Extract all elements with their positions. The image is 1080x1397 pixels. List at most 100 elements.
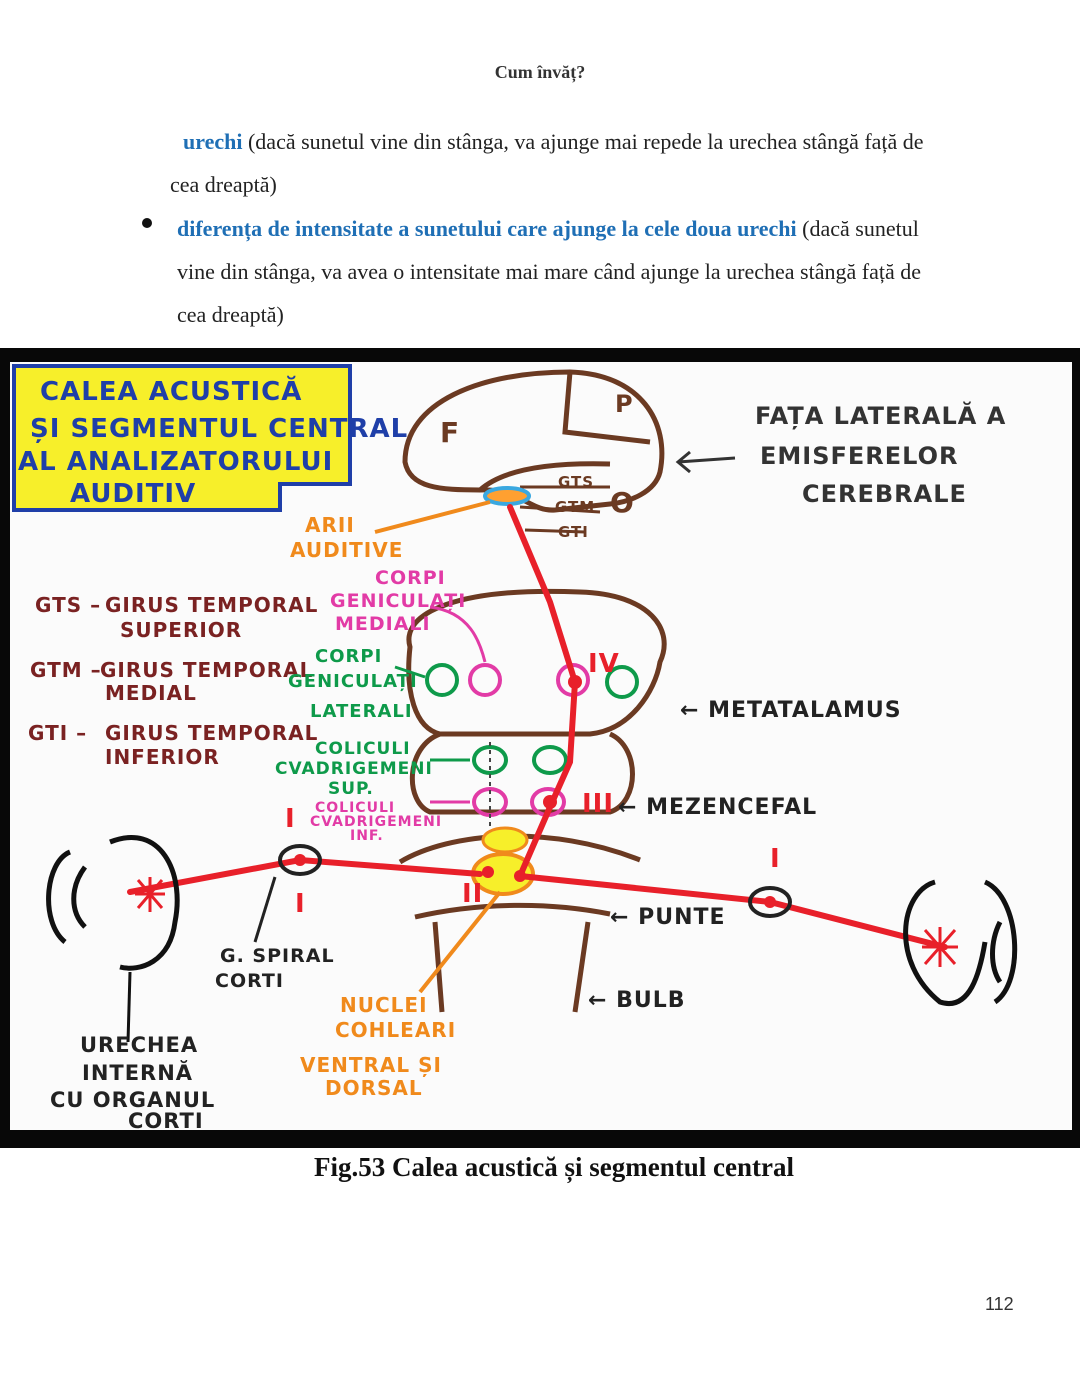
paragraph-line: cea dreaptă) — [170, 172, 277, 197]
coliculi-sup-label: COLICULI CVADRIGEMENI SUP. — [275, 739, 433, 799]
label-line: GENICULAȚI — [288, 671, 418, 692]
right-ear-shell — [903, 879, 988, 1007]
label-line: INTERNĂ — [82, 1060, 193, 1085]
figure-auditory-pathway: CALEA ACUSTICĂ ȘI SEGMENTUL CENTRAL AL A… — [0, 348, 1080, 1148]
central-sulcus — [562, 371, 651, 445]
lateral-line: CEREBRALE — [802, 480, 967, 508]
bullet-text: (dacă sunetul — [796, 216, 919, 241]
left-ear-shell — [109, 834, 180, 971]
legend-line: GIRUS TEMPORAL — [105, 721, 318, 745]
title-text: CALEA ACUSTICĂ ȘI SEGMENTUL CENTRAL AL A… — [18, 375, 408, 509]
laterali-arrow — [394, 665, 426, 679]
label-line: G. SPIRAL — [220, 945, 335, 967]
label-line: LATERALI — [310, 701, 413, 722]
occipital-label: O — [610, 486, 635, 519]
gtm-label: GTM — [555, 498, 595, 516]
lateral-line: FAȚA LATERALĂ A — [755, 400, 1006, 430]
legend-abbr: GTM – — [30, 658, 102, 682]
title-line: AUDITIV — [70, 479, 196, 509]
right-ear-inner — [990, 920, 1003, 984]
left-ear-pointer — [126, 971, 132, 1043]
title-line: CALEA ACUSTICĂ — [40, 375, 302, 407]
ureche-label: URECHEA INTERNĂ CU ORGANUL CORTI — [50, 1033, 215, 1130]
neuron-labels: I I I II III IV — [285, 649, 781, 919]
left-lateral-geniculate — [425, 663, 459, 697]
label-line: CVADRIGEMENI — [275, 759, 433, 779]
corpi-laterali-label: CORPI GENICULAȚI LATERALI — [288, 646, 418, 722]
nucleus-dot — [482, 866, 494, 878]
neuron-label: III — [582, 789, 614, 819]
left-ear — [46, 834, 180, 1043]
highlight-term: diferența de intensitate a sunetului car… — [177, 216, 797, 241]
gti-label: GTI — [558, 523, 589, 541]
highlight-term: urechi — [183, 129, 243, 154]
upper-nucleus — [481, 826, 529, 854]
cerebral-hemisphere — [402, 369, 665, 534]
label-line: CVADRIGEMENI — [310, 814, 442, 830]
neuron-label: I — [770, 844, 781, 874]
legend-line: SUPERIOR — [120, 618, 242, 642]
lobe-labels: F P O GTS GTM GTI — [440, 390, 635, 541]
temporal-gyri — [519, 485, 610, 534]
left-superior-colliculus — [472, 745, 508, 775]
neuron-label: I — [285, 804, 296, 834]
left-cochlea — [135, 877, 165, 912]
neuron-label: IV — [588, 649, 620, 679]
geniculate-bodies — [425, 663, 639, 699]
title-box — [12, 364, 352, 512]
page-number: 112 — [985, 1294, 1014, 1314]
bulb-label: ← BULB — [588, 988, 686, 1013]
right-ear — [903, 879, 1018, 1007]
label-line: NUCLEI — [340, 993, 428, 1017]
hemisphere-outline — [402, 369, 665, 513]
legend: GTS – GIRUS TEMPORAL SUPERIOR GTM – GIRU… — [28, 593, 318, 769]
neuron-iii-dot — [543, 795, 557, 809]
neuron-label: II — [462, 879, 483, 909]
bullet-dot — [142, 218, 152, 228]
figure-caption: Fig.53 Calea acustică și segmentul centr… — [314, 1152, 794, 1182]
auditory-area — [483, 486, 531, 506]
auditory-pathway-drawing: CALEA ACUSTICĂ ȘI SEGMENTUL CENTRAL AL A… — [10, 362, 1072, 1130]
structure-labels: ← METATALAMUS ← MEZENCEFAL ← PUNTE ← BUL… — [588, 698, 902, 1013]
legend-abbr: GTS – — [35, 593, 101, 617]
label-line: CORPI — [375, 567, 446, 589]
ganglion-label: G. SPIRAL CORTI — [215, 945, 335, 992]
nuclei-label: NUCLEI COHLEARI VENTRAL ȘI DORSAL — [300, 993, 456, 1100]
label-line: COLICULI — [315, 800, 395, 816]
label-line: CORTI — [215, 970, 284, 992]
left-ear-inner — [71, 865, 88, 929]
metatalamus-label: ← METATALAMUS — [680, 698, 902, 723]
legend-line: MEDIAL — [105, 681, 197, 705]
label-line: URECHEA — [80, 1033, 198, 1057]
right-ear-outer — [983, 879, 1018, 1005]
midbrain-outline — [409, 731, 635, 815]
arii-label: ARII AUDITIVE — [290, 513, 402, 562]
punte-label: ← PUNTE — [610, 905, 726, 930]
label-line: GENICULAȚI — [330, 590, 466, 612]
neuron-iv-dot — [568, 675, 582, 689]
arii-arrow — [374, 500, 491, 534]
metathalamus-outline — [406, 588, 667, 737]
arii-line: ARII — [305, 513, 355, 537]
title-line: ȘI SEGMENTUL CENTRAL — [30, 414, 408, 444]
right-ganglion-dot — [764, 896, 776, 908]
nuclei-arrow — [418, 890, 502, 994]
bullet-line: cea dreaptă) — [177, 302, 284, 327]
lateral-arrow — [675, 450, 736, 474]
running-header: Cum învăț? — [494, 62, 586, 82]
neuron-label: I — [295, 889, 306, 919]
lateral-view-label: FAȚA LATERALĂ A EMISFERELOR CEREBRALE — [755, 400, 1006, 508]
left-ganglion-dot — [294, 854, 306, 866]
label-line: COHLEARI — [335, 1018, 456, 1042]
legend-line: INFERIOR — [105, 745, 220, 769]
bullet-line: vine din stânga, va avea o intensitate m… — [177, 259, 921, 284]
bullet-item: diferența de intensitate a sunetului car… — [177, 207, 919, 250]
spiral-ganglia — [278, 844, 792, 918]
paragraph-text: (dacă sunetul vine din stânga, va ajunge… — [242, 129, 924, 154]
lateral-sulcus — [478, 461, 611, 492]
label-line: MEDIALI — [335, 613, 431, 635]
right-superior-colliculus — [532, 745, 568, 775]
pons-lower — [414, 902, 611, 920]
label-line: CU ORGANUL — [50, 1088, 215, 1112]
legend-line: GIRUS TEMPORAL — [100, 658, 313, 682]
